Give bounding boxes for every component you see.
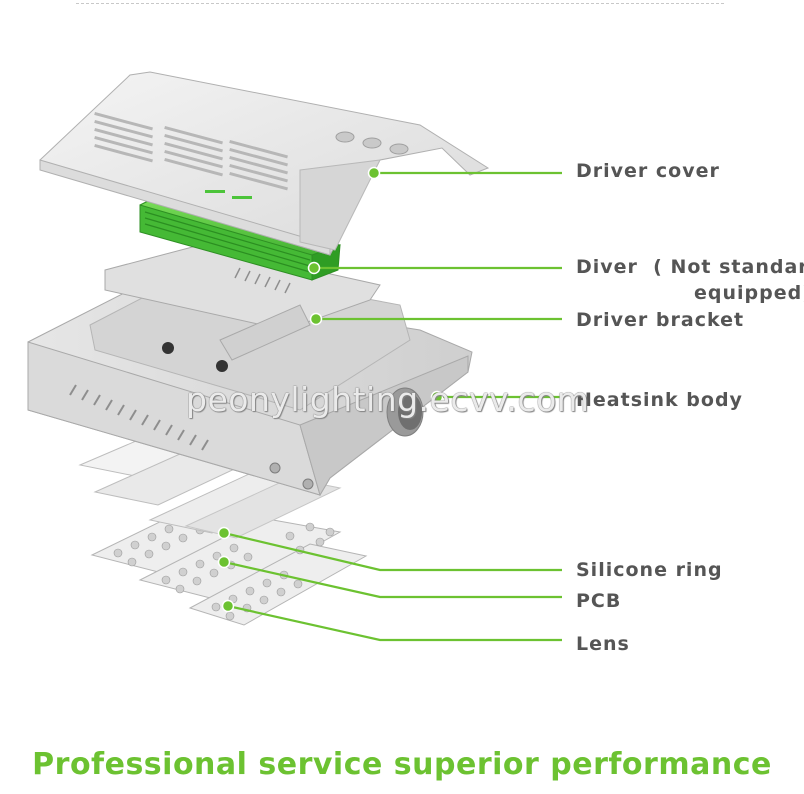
dot-silicone-ring — [217, 526, 231, 540]
leader-dots — [217, 166, 444, 613]
watermark-text: peonylighting.ecvv.com — [186, 380, 590, 419]
leader-pcb — [223, 560, 562, 599]
leader-lines — [223, 171, 562, 642]
leader-silicone-ring — [223, 531, 562, 572]
driver-bracket — [104, 244, 381, 361]
driver-cover — [39, 71, 490, 256]
dot-pcb — [217, 555, 231, 569]
label-driver-note: equipped) — [694, 282, 804, 304]
dot-lens — [221, 599, 235, 613]
label-driver-cover: Driver cover — [576, 160, 720, 182]
label-lens: Lens — [576, 633, 630, 655]
dot-driver — [307, 261, 321, 275]
tagline: Professional service superior performanc… — [32, 747, 772, 782]
label-silicone-ring: Silicone ring — [576, 559, 723, 581]
top-divider — [76, 3, 724, 4]
label-pcb: PCB — [576, 590, 622, 612]
leader-lens — [227, 604, 562, 642]
dot-driver-cover — [367, 166, 381, 180]
label-heatsink-body: Heatsink body — [576, 389, 743, 411]
dot-driver-bracket — [309, 312, 323, 326]
label-driver-bracket: Driver bracket — [576, 309, 745, 331]
dot-heatsink-body — [430, 390, 444, 404]
label-driver: Diver ( Not standard — [576, 256, 804, 278]
exploded-view-diagram — [27, 71, 562, 642]
